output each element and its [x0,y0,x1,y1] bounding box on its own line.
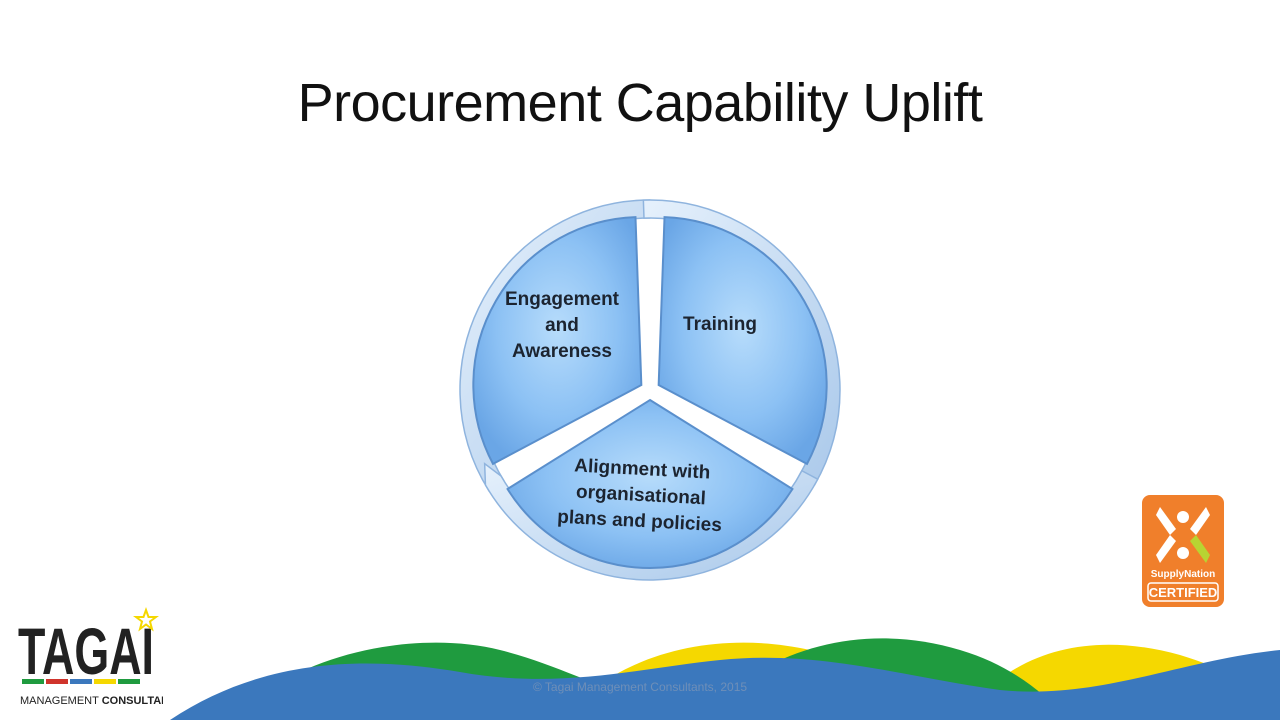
supply-nation-icon [1156,507,1210,563]
slide-title: Procurement Capability Uplift [297,73,983,133]
segment-alignment-label: Alignment withorganisationalplans and po… [557,455,725,537]
segment-training [657,216,828,466]
segment-training-label: Training [683,314,757,335]
star-icon [133,607,159,632]
supply-nation-certified-badge: SupplyNation CERTIFIED [1142,495,1224,607]
wave-blue [170,650,1280,720]
tagai-logo: TAGAI MANAGEMENT CONSULTANTS [18,607,163,707]
supply-nation-status: CERTIFIED [1149,585,1218,600]
decorative-waves [170,638,1280,720]
tagai-wordmark: TAGAI [18,614,154,688]
supply-nation-brand: SupplyNation [1151,569,1215,580]
segment-alignment [506,398,794,569]
copyright-footer: © Tagai Management Consultants, 2015 [532,680,748,694]
tagai-subtitle: MANAGEMENT CONSULTANTS [20,695,163,707]
segment-engagement [472,216,643,466]
cycle-segments [472,216,828,569]
